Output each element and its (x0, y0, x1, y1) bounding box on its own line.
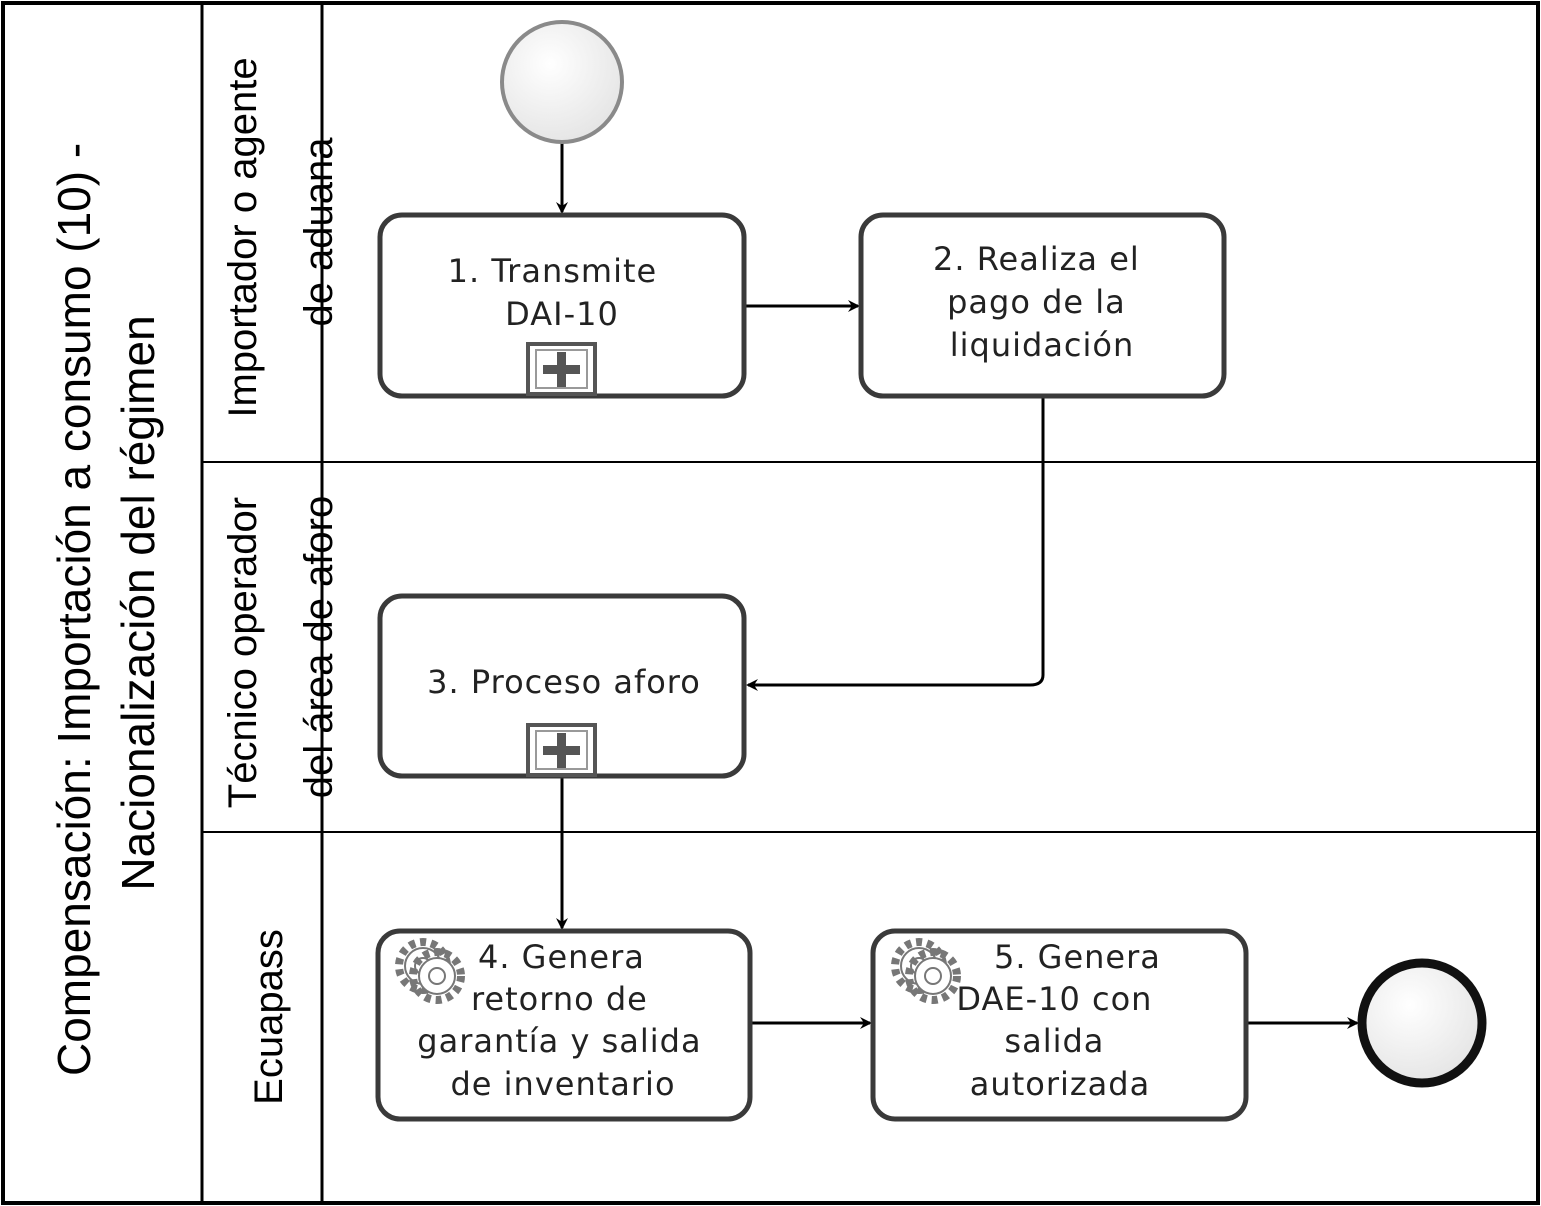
task-2-line-1: 2. Realiza el (933, 240, 1140, 278)
lane-title-importador: Importador o agente de aduana (221, 46, 341, 417)
task-5-line-3: salida (1004, 1022, 1104, 1060)
task-5-label: 5. Genera DAE-10 con salida autorizada (956, 938, 1172, 1103)
task-4-line-2: retorno de (471, 980, 648, 1018)
task-5-line-4: autorizada (970, 1065, 1150, 1103)
task-5-line-1: 5. Genera (994, 938, 1161, 976)
task-3-label: 3. Proceso aforo (427, 663, 701, 701)
lane-title-ecuapass: Ecuapass (247, 929, 291, 1105)
task-1-line-2: DAI-10 (505, 295, 619, 333)
pool-title-line-2: Nacionalización del régimen (112, 315, 164, 890)
end-event (1357, 958, 1487, 1088)
flow-task2-to-task3 (746, 396, 1045, 691)
task-4-line-3: garantía y salida (417, 1022, 701, 1060)
task-2-line-2: pago de la (947, 283, 1126, 321)
task-3-line-1: 3. Proceso aforo (427, 663, 701, 701)
task-2-box (858, 212, 1227, 399)
task-4-line-1: 4. Genera (478, 938, 645, 976)
lane-title-ecuapass-line-1: Ecuapass (247, 929, 291, 1105)
lane-title-importador-line-1: Importador o agente (221, 57, 265, 417)
lane-title-tecnico-line-2: del área de aforo (297, 496, 341, 798)
lane-title-tecnico: Técnico operador del área de aforo (221, 486, 341, 808)
task-2-label: 2. Realiza el pago de la liquidación (933, 240, 1151, 364)
task-5-box (870, 928, 1249, 1122)
subprocess-plus-icon (526, 723, 597, 777)
lane-title-importador-line-2: de aduana (297, 137, 341, 327)
task-4-box (375, 928, 753, 1122)
task-1-line-1: 1. Transmite (448, 252, 658, 290)
start-event (500, 20, 624, 144)
pool-title: Compensación: Importación a consumo (10)… (48, 130, 164, 1076)
task-1-label: 1. Transmite DAI-10 (448, 252, 669, 333)
lane-title-tecnico-line-1: Técnico operador (221, 497, 265, 808)
task-4-line-4: de inventario (450, 1065, 675, 1103)
service-gear-icon (905, 948, 961, 1004)
task-2-line-3: liquidación (950, 326, 1135, 364)
subprocess-plus-icon (526, 342, 597, 396)
task-5-line-2: DAE-10 con (956, 980, 1152, 1018)
task-4-label: 4. Genera retorno de garantía y salida d… (417, 938, 712, 1103)
service-gear-icon (409, 948, 465, 1004)
pool-title-line-1: Compensación: Importación a consumo (10)… (48, 143, 100, 1076)
